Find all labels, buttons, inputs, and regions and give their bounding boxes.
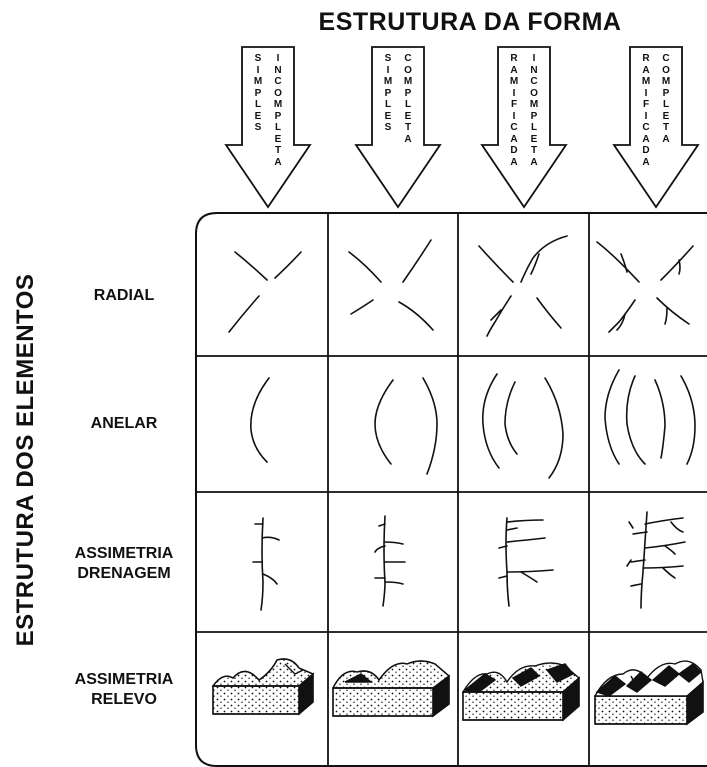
- drainage-sketch-1: [252, 517, 280, 611]
- relief-sketch-2: [331, 660, 451, 718]
- side-title-text: ESTRUTURA DOS ELEMENTOS: [12, 273, 39, 647]
- structure-grid: [195, 212, 707, 767]
- drainage-sketch-2: [374, 515, 406, 607]
- radial-sketch-4: [596, 241, 694, 333]
- anelar-sketch-1: [250, 377, 270, 463]
- anelar-sketch-2: [374, 377, 438, 475]
- relief-sketch-4: [593, 660, 704, 726]
- side-title: ESTRUTURA DOS ELEMENTOS: [6, 230, 46, 690]
- down-arrow-icon: [612, 46, 700, 209]
- row-label-assimetria-relevo: ASSIMETRIA RELEVO: [74, 671, 174, 708]
- anelar-sketch-4: [604, 369, 696, 465]
- grid-frame: [195, 212, 707, 767]
- drainage-sketch-3: [498, 517, 554, 607]
- relief-sketch-1: [211, 658, 315, 716]
- row-label-assimetria-drenagem: ASSIMETRIA DRENAGEM: [74, 545, 174, 582]
- radial-sketch-2: [348, 239, 434, 331]
- row-label-anelar: ANELAR: [90, 415, 158, 432]
- radial-sketch-1: [228, 251, 302, 333]
- anelar-sketch-3: [481, 373, 564, 479]
- down-arrow-icon: [354, 46, 442, 209]
- relief-sketch-3: [461, 662, 581, 722]
- diagram-title: ESTRUTURA DA FORMA: [318, 8, 622, 36]
- grid-lines: [196, 213, 707, 766]
- radial-sketch-3: [478, 235, 568, 337]
- drainage-sketch-4: [626, 511, 686, 609]
- row-label-radial: RADIAL: [93, 287, 155, 304]
- down-arrow-icon: [224, 46, 312, 209]
- down-arrow-icon: [480, 46, 568, 209]
